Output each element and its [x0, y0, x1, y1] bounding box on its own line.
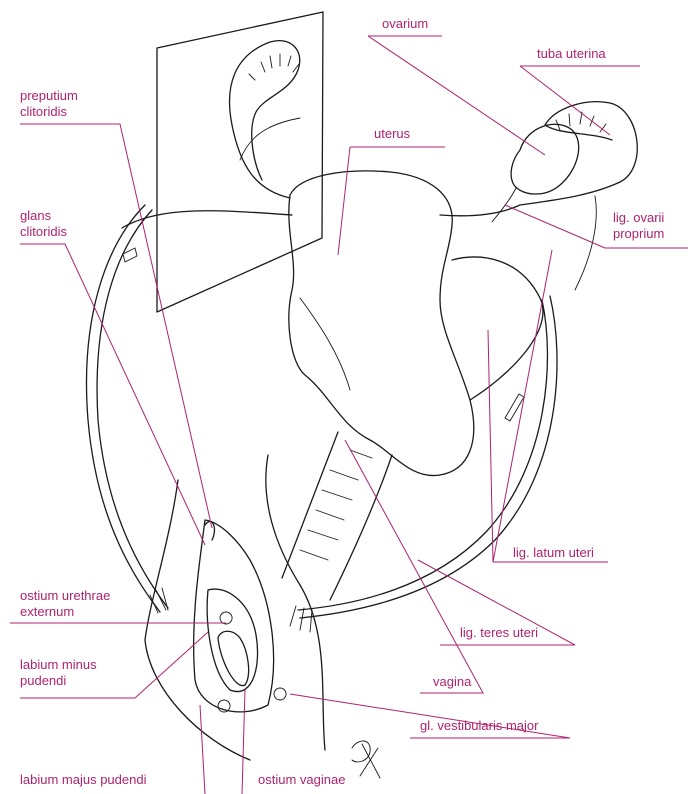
label-glans-clitoridis: glans clitoridis [20, 208, 67, 240]
label-tuba-uterina: tuba uterina [537, 46, 606, 62]
label-vagina: vagina [433, 674, 471, 690]
label-gl-vestibularis-major: gl. vestibularis major [420, 718, 539, 734]
right-tuba-uterina [440, 102, 637, 290]
broad-ligament [122, 211, 543, 421]
body-contour [145, 455, 325, 760]
leader-ostium-vaginae [242, 690, 245, 794]
right-ovary [492, 124, 579, 222]
uterus-body [289, 171, 474, 476]
label-lig-teres-uteri: lig. teres uteri [460, 625, 538, 641]
label-ostium-urethrae-externum: ostium urethrae externum [20, 588, 110, 620]
leader-tuba-uterina [520, 66, 640, 135]
artist-signature [352, 741, 380, 778]
leader-lig-latum [488, 250, 608, 562]
label-lig-ovarii-proprium: lig. ovarii proprium [613, 210, 664, 242]
label-ovarium: ovarium [382, 16, 428, 32]
label-labium-minus-pudendi: labium minus pudendi [20, 657, 97, 689]
left-tuba-uterina [230, 41, 300, 198]
label-preputium-clitoridis: preputium clitoridis [20, 88, 78, 120]
leader-labium-majus [200, 705, 205, 794]
label-ostium-vaginae: ostium vaginae [258, 772, 345, 788]
lig-teres-left [87, 205, 168, 613]
label-uterus: uterus [374, 126, 410, 142]
lig-teres-right [290, 296, 557, 632]
label-labium-majus-pudendi: labium majus pudendi [20, 772, 146, 788]
sagittal-plane [157, 12, 323, 312]
vagina-tube [282, 432, 392, 600]
vulva [194, 520, 286, 712]
leader-preputium [20, 124, 212, 528]
label-lig-latum-uteri: lig. latum uteri [513, 545, 594, 561]
leader-uterus [338, 147, 445, 255]
leader-lines [10, 36, 688, 794]
